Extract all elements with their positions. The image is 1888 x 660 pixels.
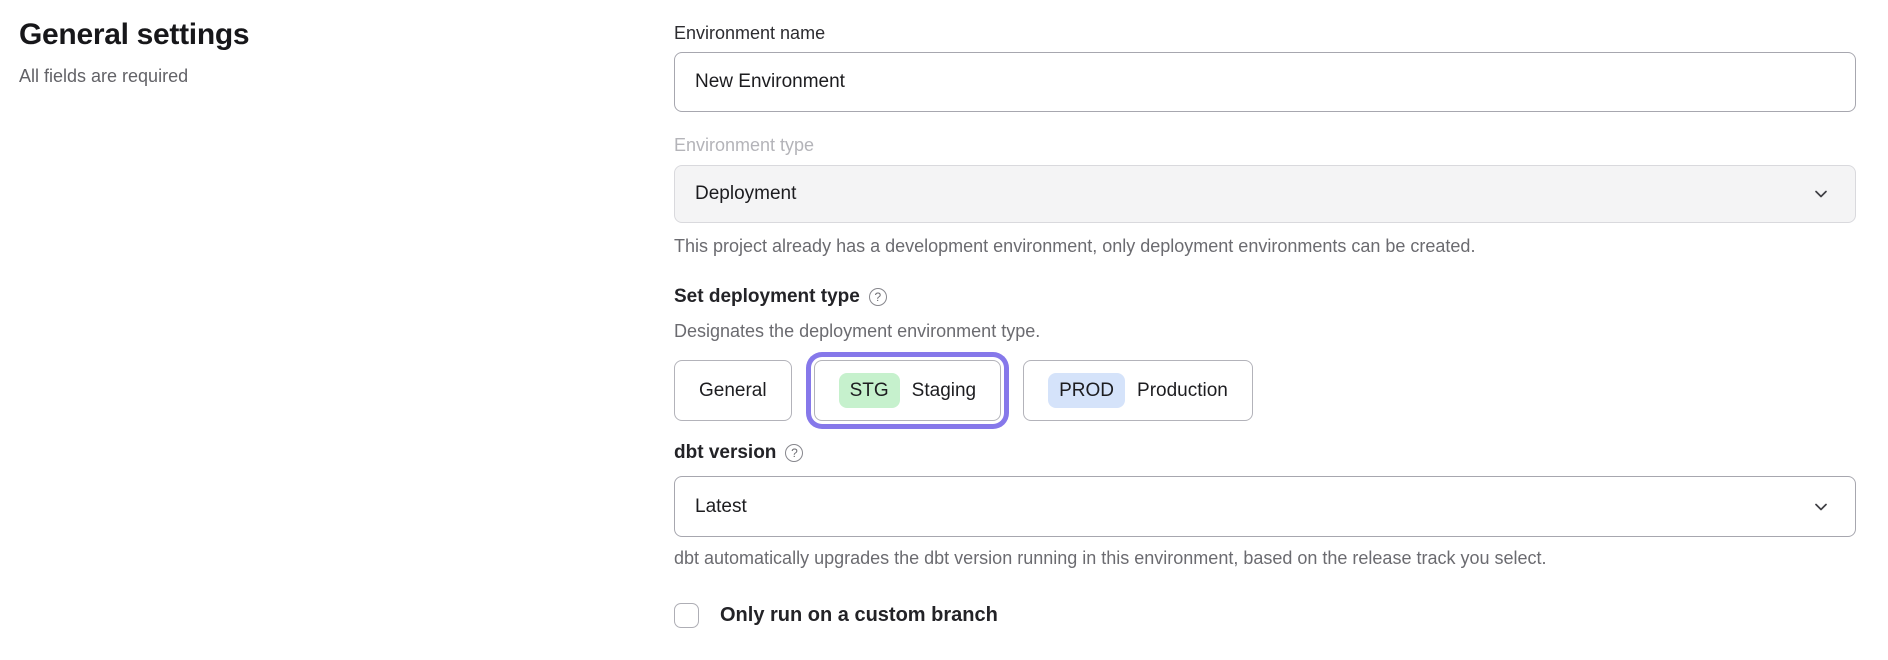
environment-type-label: Environment type xyxy=(674,135,815,155)
deployment-type-options: General STG Staging PROD Production xyxy=(674,360,1856,421)
page-title: General settings xyxy=(19,18,250,51)
dbt-version-select[interactable]: Latest xyxy=(674,476,1856,537)
chevron-down-icon xyxy=(1815,190,1827,198)
custom-branch-row: Only run on a custom branch xyxy=(674,602,1856,628)
environment-settings-form: Environment name Environment type Deploy… xyxy=(674,0,1856,628)
dbt-version-heading: dbt version ? xyxy=(674,443,1856,463)
environment-name-label: Environment name xyxy=(674,23,826,43)
deployment-type-staging-button[interactable]: STG Staging xyxy=(813,360,1002,421)
dbt-version-value: Latest xyxy=(695,495,747,517)
dbt-version-helper: dbt automatically upgrades the dbt versi… xyxy=(674,548,1547,568)
environment-type-helper: This project already has a development e… xyxy=(674,236,1476,256)
chevron-down-icon xyxy=(1815,503,1827,510)
deployment-type-general-label: General xyxy=(699,379,767,401)
deployment-type-description: Designates the deployment environment ty… xyxy=(674,321,1041,341)
help-icon[interactable]: ? xyxy=(785,444,804,462)
environment-type-value: Deployment xyxy=(695,183,797,204)
production-badge: PROD xyxy=(1048,373,1126,408)
deployment-type-general-button[interactable]: General xyxy=(674,360,792,421)
deployment-type-production-button[interactable]: PROD Production xyxy=(1023,360,1253,421)
custom-branch-checkbox[interactable] xyxy=(674,602,699,628)
staging-badge: STG xyxy=(838,373,900,408)
page-subtitle: All fields are required xyxy=(19,66,189,86)
settings-header: General settings All fields are required xyxy=(19,18,519,87)
environment-name-input[interactable] xyxy=(674,52,1856,112)
custom-branch-label: Only run on a custom branch xyxy=(720,603,998,626)
environment-type-select: Deployment xyxy=(674,165,1856,223)
deployment-type-heading-text: Set deployment type xyxy=(674,286,860,307)
deployment-type-heading: Set deployment type ? xyxy=(674,287,1856,307)
deployment-type-staging-label: Staging xyxy=(911,379,977,401)
dbt-version-heading-text: dbt version xyxy=(674,442,777,463)
deployment-type-production-label: Production xyxy=(1137,379,1228,401)
help-icon[interactable]: ? xyxy=(868,288,887,306)
